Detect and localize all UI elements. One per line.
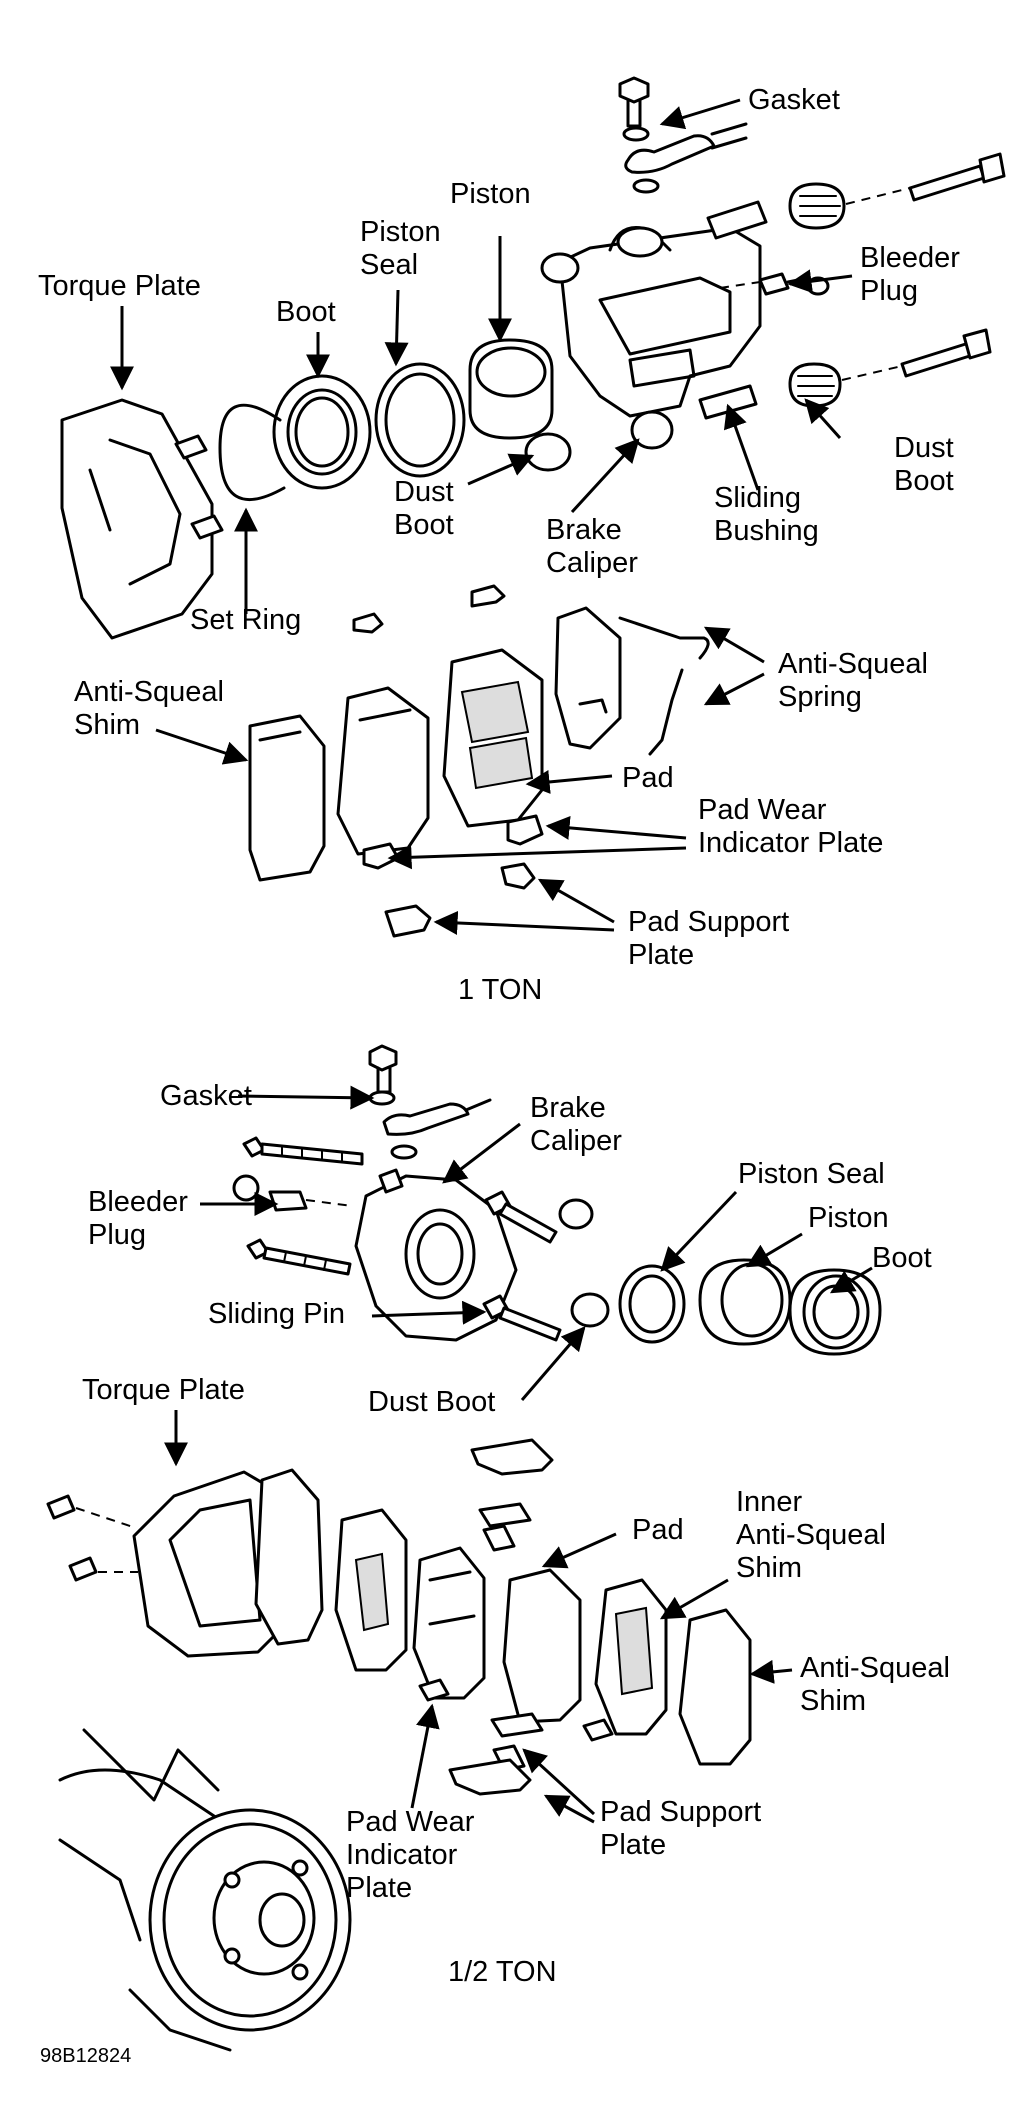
label-gasket-top: Gasket (748, 84, 840, 116)
caption-half-ton: 1/2 TON (448, 1956, 557, 1988)
label-pad-support-plate-top: Pad Support Plate (628, 906, 790, 971)
label-gasket-bottom: Gasket (160, 1080, 252, 1112)
label-piston-top: Piston (450, 178, 531, 210)
label-boot-top: Boot (276, 296, 336, 328)
label-piston-seal-top: Piston Seal (360, 216, 441, 281)
label-piston-seal-bottom: Piston Seal (738, 1158, 885, 1190)
label-pad-top: Pad (622, 762, 674, 794)
bottom-parts-drawing (46, 1044, 882, 2052)
label-bleeder-plug-bottom: Bleeder Plug (88, 1186, 188, 1251)
label-torque-plate-top: Torque Plate (38, 270, 201, 302)
label-set-ring-top: Set Ring (190, 604, 302, 636)
label-dust-boot-right-top: Dust Boot (894, 432, 954, 497)
label-brake-caliper-bottom: Brake Caliper (530, 1092, 622, 1157)
label-anti-squeal-shim-bottom: Anti-Squeal Shim (800, 1652, 950, 1717)
label-sliding-pin-bottom: Sliding Pin (208, 1298, 346, 1330)
top-leader-arrows (110, 98, 853, 935)
label-pad-wear-indicator-plate-top: Pad Wear Indicator Plate (698, 794, 884, 859)
caption-1-ton: 1 TON (458, 974, 543, 1006)
bottom-leader-arrows (164, 1085, 873, 1824)
label-brake-caliper-top: Brake Caliper (546, 514, 638, 579)
label-pad-wear-indicator-plate-bottom: Pad Wear Indicator Plate (346, 1806, 475, 1904)
label-dust-boot-left-top: Dust Boot (394, 476, 454, 541)
label-bleeder-plug-top: Bleeder Plug (860, 242, 960, 307)
label-boot-bottom: Boot (872, 1242, 932, 1274)
figure-code: 98B12824 (40, 2045, 132, 2067)
label-pad-bottom: Pad (632, 1514, 684, 1546)
label-torque-plate-bottom: Torque Plate (82, 1374, 245, 1406)
label-piston-bottom: Piston (808, 1202, 889, 1234)
label-inner-anti-squeal-shim-bottom: Inner Anti-Squeal Shim (736, 1486, 886, 1584)
label-sliding-bushing-top: Sliding Bushing (714, 482, 819, 547)
label-pad-support-plate-bottom: Pad Support Plate (600, 1796, 762, 1861)
label-anti-squeal-shim-top: Anti-Squeal Shim (74, 676, 224, 741)
label-anti-squeal-spring-top: Anti-Squeal Spring (778, 648, 928, 713)
label-dust-boot-bottom: Dust Boot (368, 1386, 496, 1418)
